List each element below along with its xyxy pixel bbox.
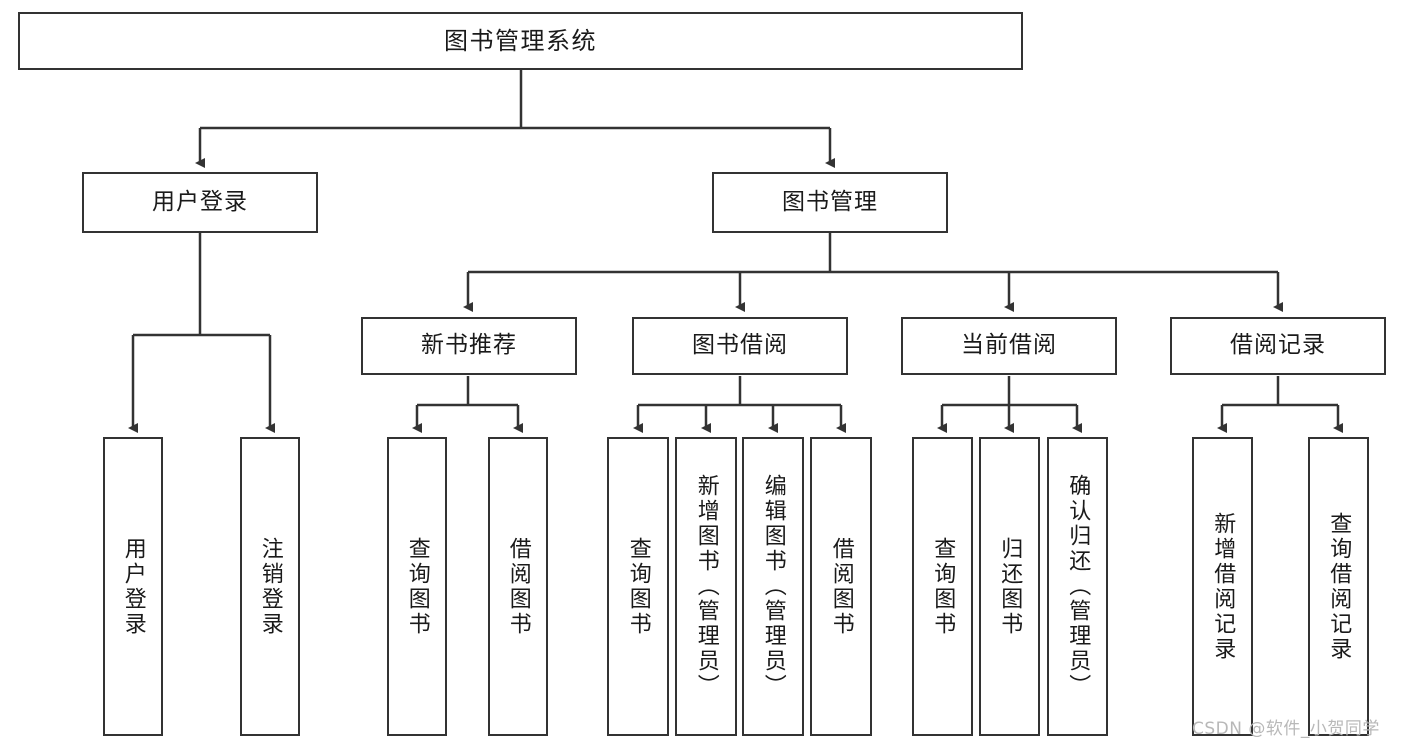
leaf-bb-add-book[interactable]: 新增图书（管理员） xyxy=(675,437,737,736)
node-borrow-record[interactable]: 借阅记录 xyxy=(1170,317,1386,375)
leaf-nb-query-book-label: 查询图书 xyxy=(404,536,430,637)
csdn-watermark: CSDN @软件_小贺同学 xyxy=(1192,719,1380,739)
leaf-logout-label: 注销登录 xyxy=(257,536,283,637)
leaf-bb-query-book[interactable]: 查询图书 xyxy=(607,437,669,736)
leaf-nb-borrow-book[interactable]: 借阅图书 xyxy=(488,437,548,736)
leaf-cb-query-book[interactable]: 查询图书 xyxy=(912,437,973,736)
leaf-nb-borrow-book-label: 借阅图书 xyxy=(505,536,531,637)
leaf-cb-confirm-return-label: 确认归还（管理员） xyxy=(1065,474,1091,699)
leaf-nb-query-book[interactable]: 查询图书 xyxy=(387,437,447,736)
leaf-user-login[interactable]: 用户登录 xyxy=(103,437,163,736)
leaf-cb-confirm-return[interactable]: 确认归还（管理员） xyxy=(1047,437,1108,736)
node-current-borrow[interactable]: 当前借阅 xyxy=(901,317,1117,375)
leaf-cb-return-book[interactable]: 归还图书 xyxy=(979,437,1040,736)
leaf-cb-query-book-label: 查询图书 xyxy=(930,536,956,637)
node-book-borrow-label: 图书借阅 xyxy=(692,332,788,359)
node-user-login[interactable]: 用户登录 xyxy=(82,172,318,233)
leaf-cb-return-book-label: 归还图书 xyxy=(997,536,1023,637)
node-root-system[interactable]: 图书管理系统 xyxy=(18,12,1023,70)
node-current-borrow-label: 当前借阅 xyxy=(961,332,1057,359)
node-root-label: 图书管理系统 xyxy=(444,26,597,55)
leaf-br-query-record-label: 查询借阅记录 xyxy=(1326,511,1352,662)
node-book-manage[interactable]: 图书管理 xyxy=(712,172,948,233)
node-book-borrow[interactable]: 图书借阅 xyxy=(632,317,848,375)
node-book-manage-label: 图书管理 xyxy=(782,188,878,215)
leaf-br-add-record-label: 新增借阅记录 xyxy=(1210,511,1236,662)
node-new-book-recommend-label: 新书推荐 xyxy=(421,332,517,359)
leaf-bb-add-book-label: 新增图书（管理员） xyxy=(693,474,719,699)
leaf-bb-edit-book-label: 编辑图书（管理员） xyxy=(760,474,786,699)
leaf-br-add-record[interactable]: 新增借阅记录 xyxy=(1192,437,1253,736)
leaf-bb-borrow-book-label: 借阅图书 xyxy=(828,536,854,637)
leaf-user-login-label: 用户登录 xyxy=(120,536,146,637)
leaf-bb-borrow-book[interactable]: 借阅图书 xyxy=(810,437,872,736)
node-borrow-record-label: 借阅记录 xyxy=(1230,332,1326,359)
node-user-login-label: 用户登录 xyxy=(152,188,248,215)
leaf-bb-edit-book[interactable]: 编辑图书（管理员） xyxy=(742,437,804,736)
leaf-logout[interactable]: 注销登录 xyxy=(240,437,300,736)
leaf-bb-query-book-label: 查询图书 xyxy=(625,536,651,637)
node-new-book-recommend[interactable]: 新书推荐 xyxy=(361,317,577,375)
leaf-br-query-record[interactable]: 查询借阅记录 xyxy=(1308,437,1369,736)
